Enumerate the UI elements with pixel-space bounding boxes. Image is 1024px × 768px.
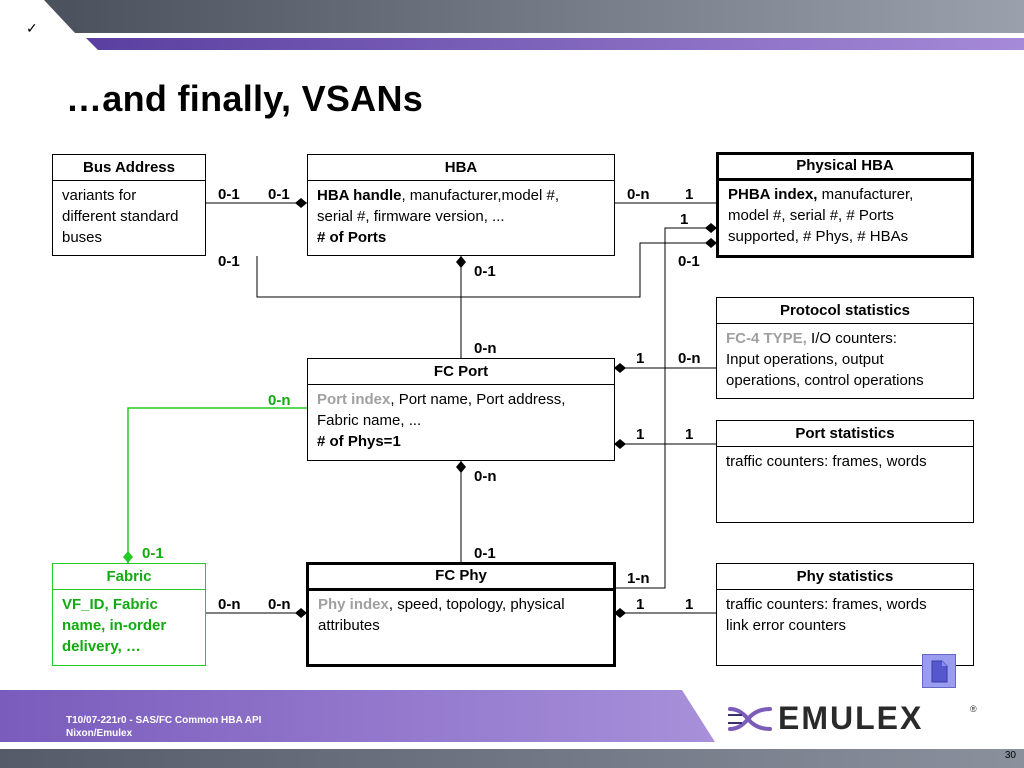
fc-port-line: Fabric name, ...: [317, 412, 422, 429]
cardinality-label: 0-n: [474, 340, 497, 357]
header-bands: [44, 0, 1024, 50]
cardinality-label: 0-1: [218, 186, 240, 203]
cardinality-label: 0-n: [627, 186, 650, 203]
document-icon[interactable]: [922, 654, 956, 688]
protocol-line: Input operations, output: [726, 351, 884, 368]
protocol-statistics-body: FC-4 TYPE, I/O counters: Input operation…: [717, 324, 973, 395]
page-glyph-icon: [931, 660, 948, 683]
cardinality-label: 1: [636, 426, 645, 443]
cardinality-label: 1: [685, 426, 694, 443]
phba-line: model #, serial #, # Ports: [728, 207, 894, 224]
registered-mark: ®: [970, 704, 977, 714]
fc-phy-box: FC Phy Phy index, speed, topology, physi…: [306, 562, 616, 667]
phy-statistics-box: Phy statistics traffic counters: frames,…: [716, 563, 974, 666]
hba-attrs: , manufacturer,model #,: [401, 187, 560, 204]
emulex-logo-mark: [728, 707, 772, 731]
protocol-statistics-box: Protocol statistics FC-4 TYPE, I/O count…: [716, 297, 974, 399]
fabric-line: delivery, …: [62, 638, 141, 655]
phba-index: PHBA index,: [728, 186, 818, 203]
port-attrs: , Port name, Port address,: [390, 391, 566, 408]
fc4-type: FC-4 TYPE,: [726, 330, 807, 347]
fabric-line: name, in-order: [62, 617, 167, 634]
protocol-statistics-header: Protocol statistics: [717, 298, 973, 324]
cardinality-label: 0-1: [218, 253, 240, 270]
fabric-body: VF_ID, Fabric name, in-order delivery, …: [53, 590, 205, 661]
fabric-box: Fabric VF_ID, Fabric name, in-order deli…: [52, 563, 206, 666]
bus-address-line: different standard: [62, 208, 179, 225]
page-title: …and finally, VSANs: [66, 78, 424, 119]
phba-attrs: manufacturer,: [817, 186, 914, 203]
cardinality-label: 1: [636, 350, 645, 367]
fc-phy-line: attributes: [318, 617, 380, 634]
hba-line: serial #, firmware version, ...: [317, 208, 505, 225]
phy-statistics-header: Phy statistics: [717, 564, 973, 590]
page-number: 30: [1004, 750, 1016, 761]
physical-hba-body: PHBA index, manufacturer, model #, seria…: [719, 181, 971, 251]
hba-num-ports: # of Ports: [317, 229, 387, 246]
bus-address-header: Bus Address: [53, 155, 205, 181]
checkmark: ✓: [26, 20, 38, 36]
fc-port-num-phys: # of Phys=1: [317, 433, 401, 450]
phy-statistics-line: traffic counters: frames, words: [726, 596, 927, 613]
cardinality-label: 0-n: [678, 350, 701, 367]
bus-address-line: variants for: [62, 187, 137, 204]
protocol-line: operations, control operations: [726, 372, 924, 389]
fc-phy-header: FC Phy: [309, 565, 613, 591]
hba-header: HBA: [308, 155, 614, 181]
emulex-logo-text: EMULEX: [778, 700, 924, 736]
footer-author: Nixon/Emulex: [66, 728, 133, 739]
footer-text: T10/07-221r0 - SAS/FC Common HBA API Nix…: [66, 714, 261, 740]
cardinality-label: 0-n: [218, 596, 241, 613]
phy-attrs: , speed, topology, physical: [388, 596, 565, 613]
port-statistics-body: traffic counters: frames, words: [717, 447, 973, 476]
cardinality-label: 1-n: [627, 570, 650, 587]
fc-port-header: FC Port: [308, 359, 614, 385]
fc-port-body: Port index, Port name, Port address, Fab…: [308, 385, 614, 456]
cardinality-label: 0-n: [268, 596, 291, 613]
cardinality-label: 0-1: [678, 253, 700, 270]
cardinality-label: 1: [636, 596, 645, 613]
port-index: Port index: [317, 391, 391, 408]
cardinality-label: 0-n: [268, 392, 291, 409]
bus-address-body: variants for different standard buses: [53, 181, 205, 252]
cardinality-label: 1: [685, 186, 694, 203]
phy-index: Phy index: [318, 596, 389, 613]
port-statistics-line: traffic counters: frames, words: [726, 453, 927, 470]
hba-box: HBA HBA handle, manufacturer,model #, se…: [307, 154, 615, 256]
fc-port-box: FC Port Port index, Port name, Port addr…: [307, 358, 615, 461]
physical-hba-header: Physical HBA: [719, 155, 971, 181]
hba-handle: HBA handle: [317, 187, 402, 204]
phy-statistics-line: link error counters: [726, 617, 847, 634]
cardinality-label: 0-1: [474, 263, 496, 280]
cardinality-label: 1: [685, 596, 694, 613]
port-statistics-box: Port statistics traffic counters: frames…: [716, 420, 974, 523]
cardinality-label: 0-1: [142, 545, 164, 562]
connector-lines: [123, 198, 717, 618]
footer-doc-id: T10/07-221r0 - SAS/FC Common HBA API: [66, 715, 262, 726]
port-statistics-header: Port statistics: [717, 421, 973, 447]
cardinality-label: 1: [680, 211, 689, 228]
footer-bands: [0, 690, 1024, 768]
bus-address-line: buses: [62, 229, 103, 246]
phba-line: supported, # Phys, # HBAs: [728, 228, 909, 245]
fabric-line: VF_ID, Fabric: [62, 596, 158, 613]
phy-statistics-body: traffic counters: frames, words link err…: [717, 590, 973, 640]
bus-address-box: Bus Address variants for different stand…: [52, 154, 206, 256]
fabric-header: Fabric: [53, 564, 205, 590]
emulex-logo: EMULEX ®: [726, 700, 986, 738]
fc-phy-body: Phy index, speed, topology, physical att…: [309, 591, 613, 640]
hba-body: HBA handle, manufacturer,model #, serial…: [308, 181, 614, 252]
protocol-attrs: I/O counters:: [806, 330, 897, 347]
cardinality-label: 0-1: [474, 545, 496, 562]
cardinality-label: 0-n: [474, 468, 497, 485]
cardinality-label: 0-1: [268, 186, 290, 203]
physical-hba-box: Physical HBA PHBA index, manufacturer, m…: [716, 152, 974, 258]
